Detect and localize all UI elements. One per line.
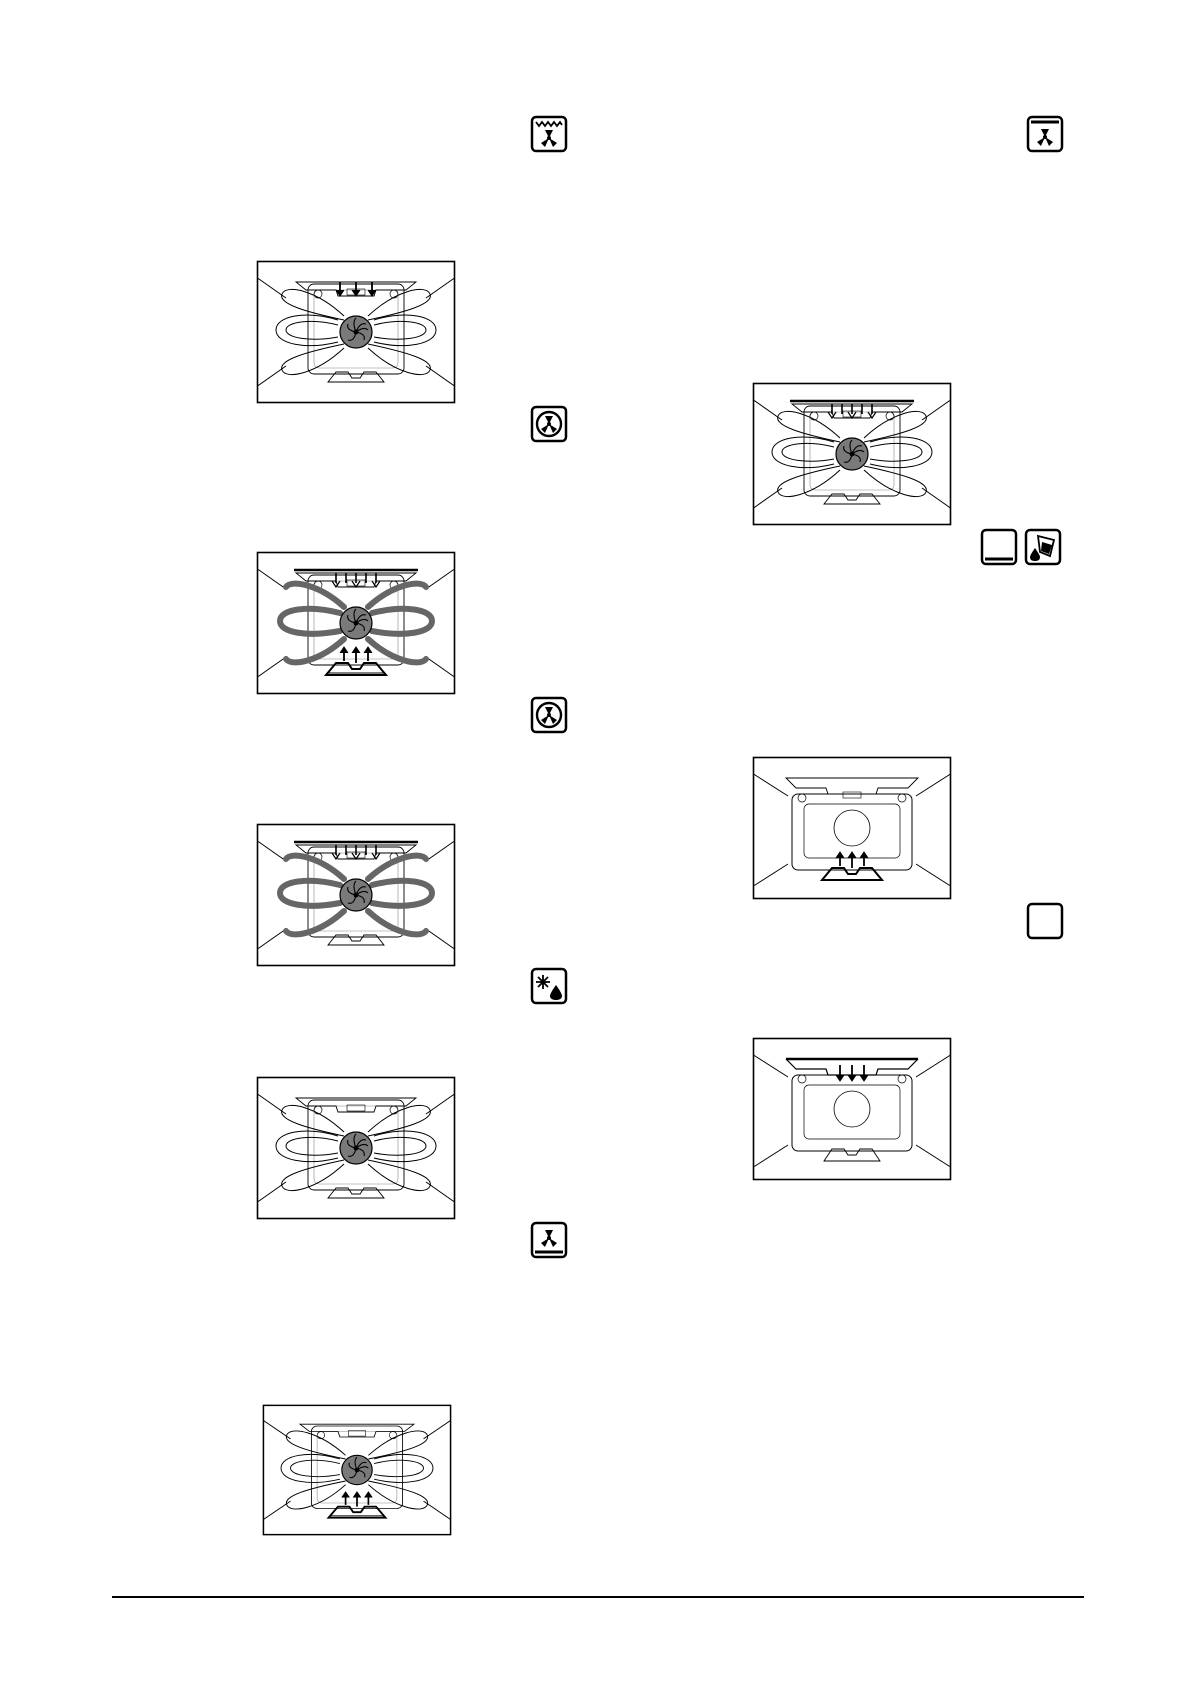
cleaning-icon <box>1024 528 1062 566</box>
diagram-fan-top-heat <box>752 382 952 526</box>
diagram-fan-only <box>256 1076 456 1220</box>
diagram-fan-dark <box>256 823 456 967</box>
footer-rule <box>112 1596 1084 1598</box>
oven-blank-icon <box>980 528 1018 566</box>
diagram-fan-top-bottom <box>256 551 456 695</box>
diagram-bottom-heat <box>752 756 952 900</box>
fan-ring-icon-2 <box>530 696 568 734</box>
defrost-icon <box>530 967 568 1005</box>
fan-ring-icon <box>530 405 568 443</box>
fan-grill-icon <box>530 115 568 153</box>
diagram-fan-grill-top <box>256 260 456 404</box>
fan-bottom-icon <box>530 1221 568 1259</box>
diagram-top-heat <box>752 1037 952 1181</box>
oven-light-icon <box>1026 902 1064 940</box>
fan-top-icon <box>1026 115 1064 153</box>
diagram-fan-bottom <box>262 1404 452 1536</box>
